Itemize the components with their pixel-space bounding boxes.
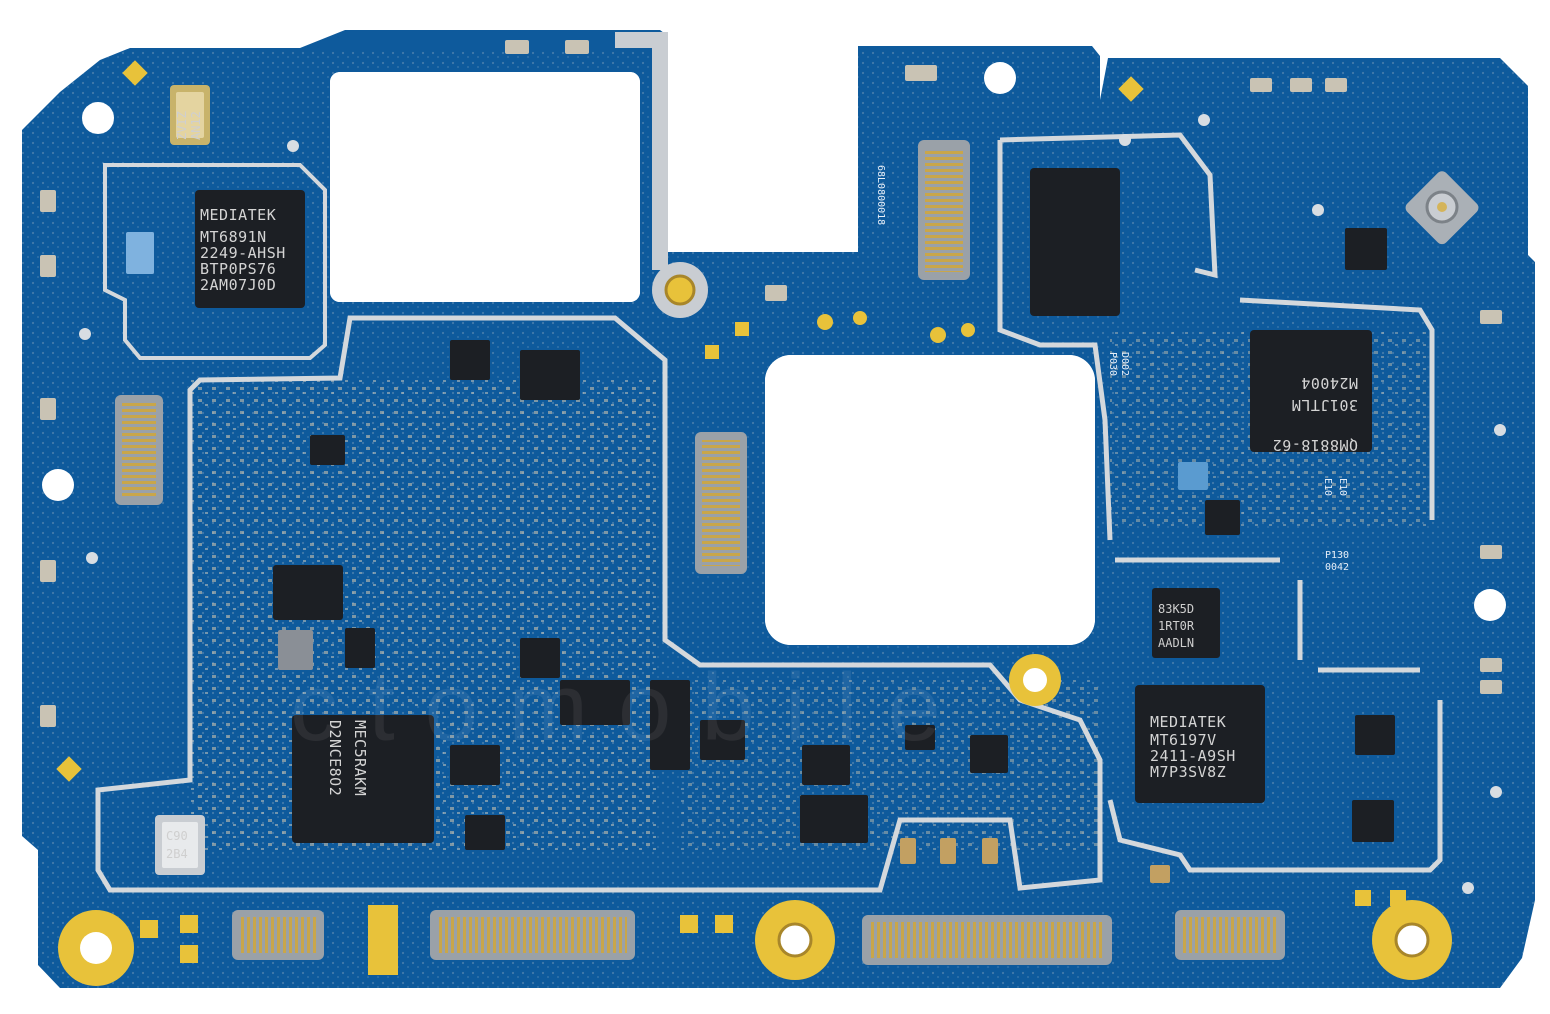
crystal-oscillator-top: ZVIZ AN12 [170, 85, 210, 145]
chip-small-mid [560, 680, 630, 725]
chip-center-bottom-2 [802, 745, 850, 785]
crystal-label-line2: 2B4 [166, 847, 188, 861]
connector-bottom-1 [232, 910, 324, 960]
antenna-connector [1405, 171, 1479, 245]
chip-grey-block [278, 630, 313, 670]
silkscreen-mini-chip-2: E10 [1322, 478, 1333, 496]
chip-center-bottom-4 [700, 720, 745, 760]
inductor-row [900, 838, 1170, 883]
mount-hole-left [42, 469, 74, 501]
silkscreen-p130: P130 [1325, 550, 1349, 561]
connector-bottom-2 [430, 910, 635, 960]
connector-center [695, 432, 747, 574]
gold-pad-13 [930, 327, 946, 343]
chip-mediatek-mt6197v: MEDIATEK MT6197V 2411-A9SH M7P3SV8Z [1135, 685, 1265, 803]
gold-diamond-3 [56, 756, 82, 782]
silkscreen-vertical-code: 68L0800018 [875, 165, 886, 225]
chip-center-bottom-3 [650, 680, 690, 770]
chip-center-bottom [800, 795, 868, 843]
crystal-oscillator-bottom: C90 2B4 [155, 815, 205, 875]
chip-lower-mid-2 [465, 815, 505, 850]
chip-mini-left-2 [345, 628, 375, 668]
chip-center-mid [520, 350, 580, 400]
chip-label-line1: QM8818-62 [1272, 436, 1358, 454]
chip-center-small [450, 340, 490, 380]
gold-pad-9 [705, 345, 719, 359]
chip-mini-left [310, 435, 345, 465]
chip-lower-mid [450, 745, 500, 785]
chip-small-right-3 [1355, 715, 1395, 755]
chip-label-line3: M24004 [1301, 374, 1358, 392]
chip-label-line3: 2411-A9SH [1150, 747, 1236, 765]
chip-memory: MEC5RAKM D2NCE8O2 [292, 715, 434, 843]
edge-components [40, 40, 1502, 727]
chip-rf-module: QM8818-62 301JTLM M24004 [1250, 330, 1372, 454]
gold-pad-14 [961, 323, 975, 337]
watermark-text: ctomobile [290, 654, 971, 761]
gold-pad-6 [715, 915, 733, 933]
shield-outline-main [95, 315, 1103, 893]
gold-pad-3 [180, 915, 198, 933]
mount-hole-top-mid [984, 62, 1016, 94]
connector-top-center [918, 140, 970, 280]
gold-pad-11 [817, 314, 833, 330]
gold-pad-2 [140, 920, 158, 938]
shield-outline-right-top [997, 132, 1218, 541]
chip-center-left [520, 638, 560, 678]
gold-pad-1 [368, 905, 398, 975]
chip-small-ic: 83K5D 1RT0R AADLN [1152, 588, 1220, 658]
silkscreen-mid-code: D002 [1119, 352, 1130, 376]
mount-hole-right [1474, 589, 1506, 621]
chip-label-line1: MEC5RAKM [351, 720, 369, 796]
gold-pad-10 [735, 322, 749, 336]
connector-left-vertical [115, 395, 163, 505]
gold-pad-7 [1355, 890, 1371, 906]
chip-label-line5: 2AM07J0D [200, 276, 276, 294]
chip-label-line2: D2NCE8O2 [326, 720, 344, 796]
chip-mediatek-mt6891n: MEDIATEK MT6891N 2249-AHSH BTP0PS76 2AM0… [195, 190, 305, 308]
silkscreen-mid-code-2: P030 [1107, 352, 1118, 376]
chip-label-line2: 301JTLM [1291, 396, 1358, 414]
chip-left-square [273, 565, 343, 620]
crystal-label-line2: AN12 [189, 111, 203, 140]
shield-frame-top [615, 32, 668, 270]
chip-small-right-1 [1345, 228, 1387, 270]
chip-small-mid-3 [905, 725, 935, 750]
chip-small-right-4 [1205, 500, 1240, 535]
shield-outline-right [1107, 297, 1443, 873]
connector-bottom-4 [1175, 910, 1285, 960]
gold-pad-12 [853, 311, 867, 325]
chip-small-right-2 [1352, 800, 1394, 842]
chip-small-mid-2 [970, 735, 1008, 773]
chip-label-line1: MEDIATEK [200, 206, 276, 224]
shield-outline-cpu [103, 163, 327, 360]
chip-label-line1: 83K5D [1158, 602, 1194, 616]
chip-blue-small [1178, 462, 1208, 490]
chip-label-line4: BTP0PS76 [200, 260, 276, 278]
gold-pad-5 [680, 915, 698, 933]
passive-component-field-bottom [680, 680, 1100, 850]
chip-label-line2: 1RT0R [1158, 619, 1195, 633]
chip-upper-right-large [1030, 168, 1120, 316]
silkscreen-p130-sub: 0042 [1325, 562, 1349, 573]
chip-label-line2: MT6197V [1150, 731, 1217, 749]
silkscreen-mini-chip-1: E10 [1337, 478, 1348, 496]
mount-hole-top-left [82, 102, 114, 134]
crystal-label-line1: C90 [166, 829, 188, 843]
connector-bottom-3 [862, 915, 1112, 965]
gold-pad-8 [1390, 890, 1406, 906]
gold-pad-4 [180, 945, 198, 963]
chip-label-line4: M7P3SV8Z [1150, 763, 1226, 781]
chip-label-line1: MEDIATEK [1150, 713, 1226, 731]
chip-label-line2: MT6891N [200, 228, 267, 246]
crystal-label-line1: ZVIZ [175, 111, 189, 140]
test-points [79, 114, 1506, 894]
chip-label-line3: AADLN [1158, 636, 1194, 650]
chip-blue-small-2 [126, 232, 154, 274]
chip-label-line3: 2249-AHSH [200, 244, 286, 262]
